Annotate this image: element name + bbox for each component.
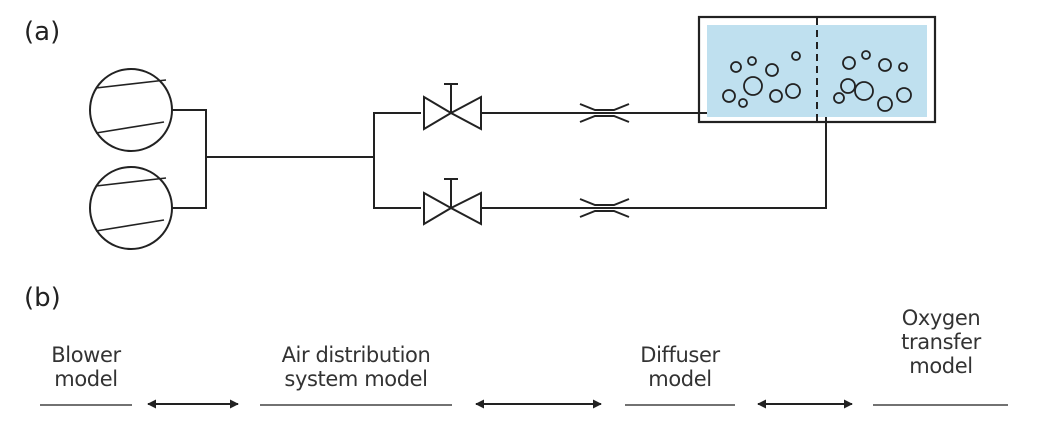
aeration-tank-icon [697, 15, 937, 124]
valve-icon [423, 178, 482, 226]
blower-model-label-line1: Blower [51, 343, 121, 367]
bubble-icon [896, 87, 912, 103]
oxygen-transfer-model-label-line1: Oxygen [902, 306, 981, 330]
bubble-icon [898, 62, 908, 72]
air-distribution-model-label-line2: system model [284, 367, 427, 391]
bubble-icon [791, 51, 801, 61]
bubble-icon [743, 76, 763, 96]
oxygen-transfer-model-label-line2: transfer [901, 330, 981, 354]
oxygen-transfer-model-block: Oxygen transfer model [873, 306, 1008, 406]
bubble-icon [840, 78, 856, 94]
bubble-icon [842, 56, 856, 70]
valve-icon [423, 83, 482, 131]
blower-model-block: Blower model [40, 343, 132, 406]
blower-icon [89, 166, 173, 250]
bubble-icon [722, 89, 736, 103]
bubble-icon [878, 58, 892, 72]
bubble-group [722, 50, 912, 112]
flow-restriction-icon [579, 103, 630, 123]
diffuser-model-label-line2: model [648, 367, 711, 391]
panel-a-label: (a) [24, 17, 60, 47]
bubble-icon [877, 96, 893, 112]
flow-restriction-icon [579, 198, 630, 218]
bubble-icon [769, 89, 783, 103]
lower-pipe [481, 112, 916, 209]
bubble-icon [747, 56, 757, 66]
bubble-icon [854, 81, 874, 101]
bubble-icon [738, 98, 748, 108]
panel-b-label: (b) [24, 283, 61, 313]
bubble-icon [785, 83, 801, 99]
blower-model-label-line2: model [54, 367, 117, 391]
diffuser-model-block: Diffuser model [625, 343, 735, 406]
air-distribution-model-label-line1: Air distribution [282, 343, 431, 367]
diffuser-model-label-line1: Diffuser [640, 343, 720, 367]
bubble-icon [730, 61, 742, 73]
blower-header-pipe [172, 109, 421, 209]
blower-icon [89, 68, 173, 152]
bubble-icon [833, 92, 845, 104]
oxygen-transfer-model-label-line3: model [909, 354, 972, 378]
air-distribution-model-block: Air distribution system model [260, 343, 452, 406]
bubble-icon [861, 50, 871, 60]
bubble-icon [765, 63, 779, 77]
